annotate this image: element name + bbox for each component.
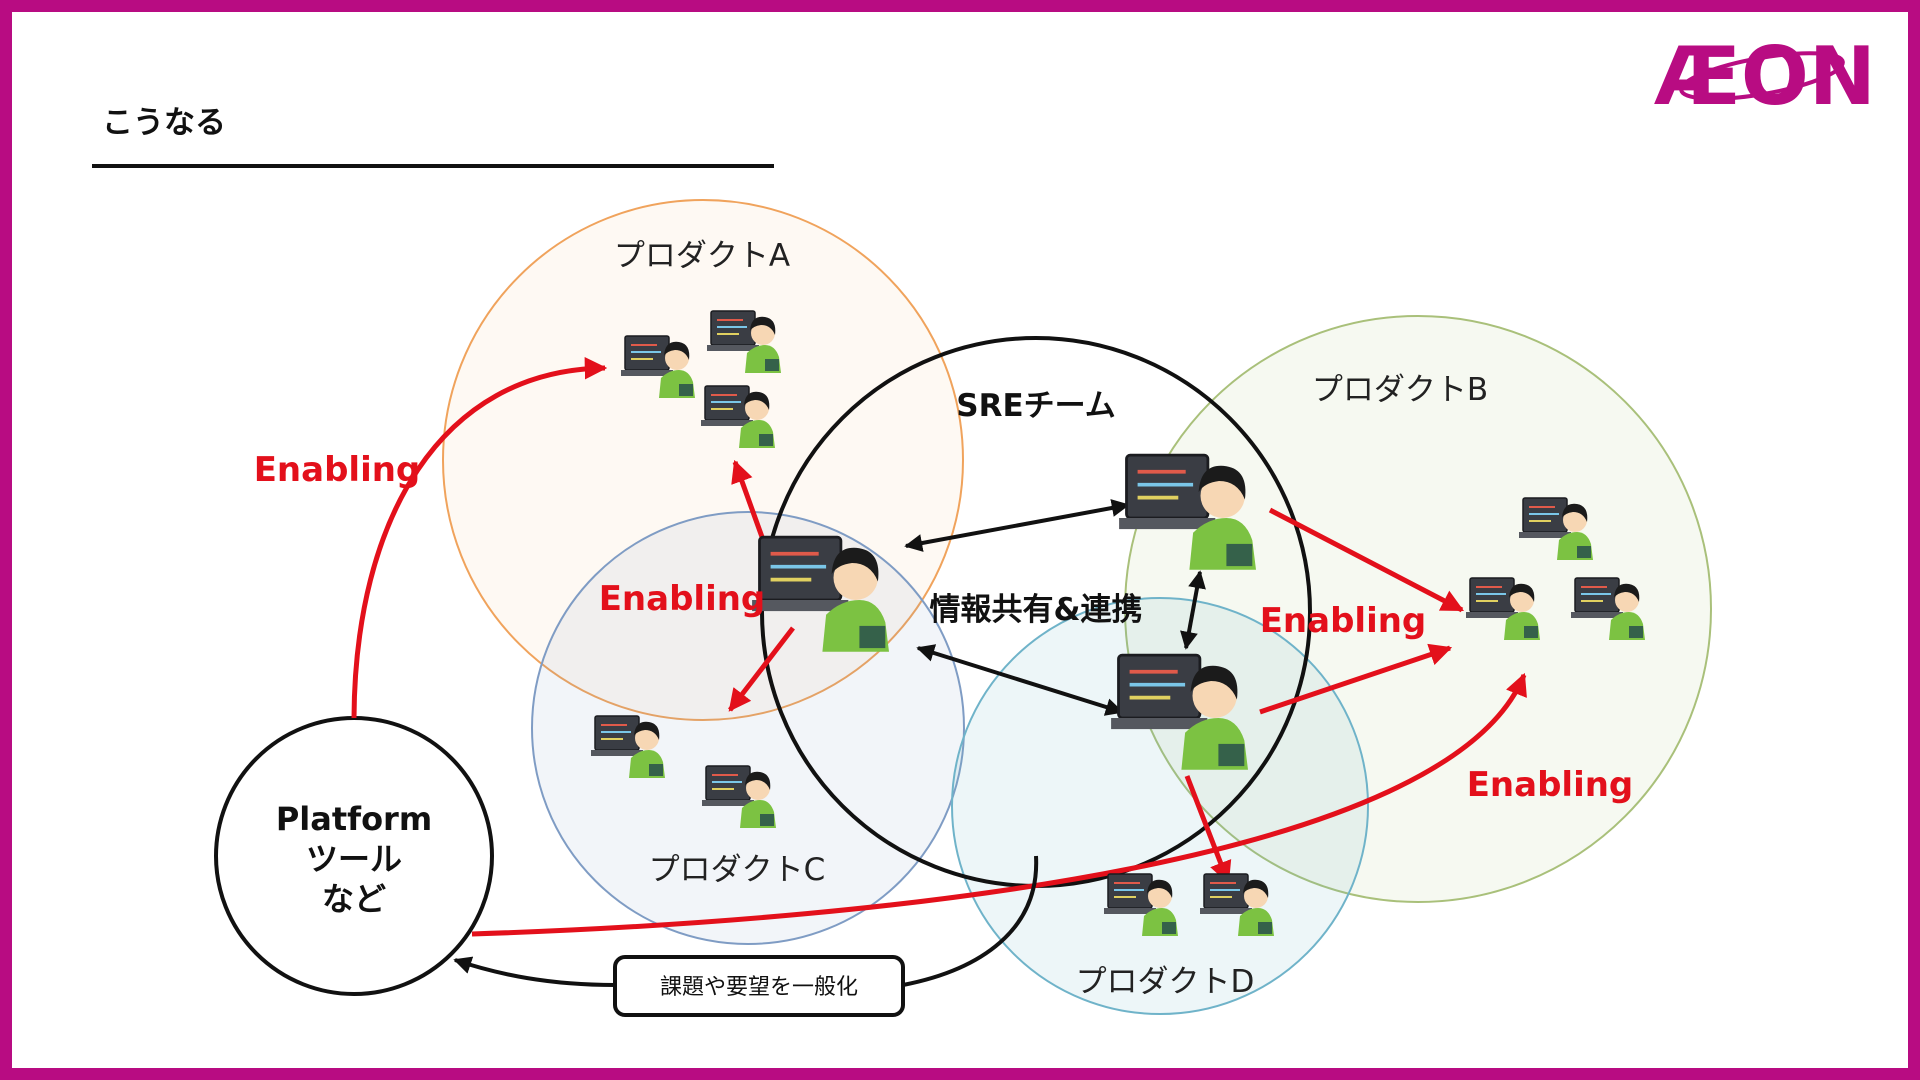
platform-label-line3: など bbox=[322, 880, 386, 918]
slide-title: こうなる bbox=[102, 105, 226, 141]
enabling-arrow-platform-to-a bbox=[351, 357, 608, 719]
enabling-arrow-platform-to-b bbox=[471, 672, 1527, 937]
enabling-arrow-sre-to-d bbox=[1184, 775, 1232, 885]
product-b-label: プロダクトB bbox=[1312, 372, 1488, 408]
product-d-label: プロダクトD bbox=[1076, 964, 1255, 1000]
enabling-label: Enabling bbox=[254, 450, 421, 490]
enabling-label: Enabling bbox=[599, 579, 766, 619]
enabling-label: Enabling bbox=[1467, 765, 1634, 805]
product-a-label: プロダクトA bbox=[614, 238, 790, 274]
info-arrow-left-to-top bbox=[904, 499, 1130, 552]
enabling-arrow-sre-to-b-lower bbox=[1259, 643, 1453, 715]
product-c-label: プロダクトC bbox=[649, 852, 826, 888]
info-arrow-left-to-bottom bbox=[916, 644, 1124, 716]
info-sharing-label: 情報共有&連携 bbox=[929, 592, 1142, 628]
diagram: プロダクトA プロダクトB プロダクトC プロダクトD SREチーム 情報共有&… bbox=[214, 30, 1876, 1017]
enabling-arrow-sre-to-b-upper bbox=[1268, 507, 1464, 613]
platform-label-line2: ツール bbox=[306, 840, 402, 878]
feedback-arrow-to-platform bbox=[453, 956, 616, 987]
aeon-logo: ÆON bbox=[1654, 30, 1876, 123]
sre-team-label: SREチーム bbox=[956, 388, 1115, 424]
enabling-arrow-sre-to-c bbox=[728, 626, 795, 712]
enabling-label: Enabling bbox=[1260, 601, 1427, 641]
platform-label-line1: Platform bbox=[276, 800, 432, 838]
logo-text: ÆON bbox=[1654, 30, 1876, 123]
info-arrow-top-to-bottom bbox=[1180, 570, 1206, 650]
title-underline bbox=[92, 164, 774, 168]
feedback-label: 課題や要望を一般化 bbox=[660, 975, 858, 1000]
feedback-line bbox=[902, 855, 1039, 987]
